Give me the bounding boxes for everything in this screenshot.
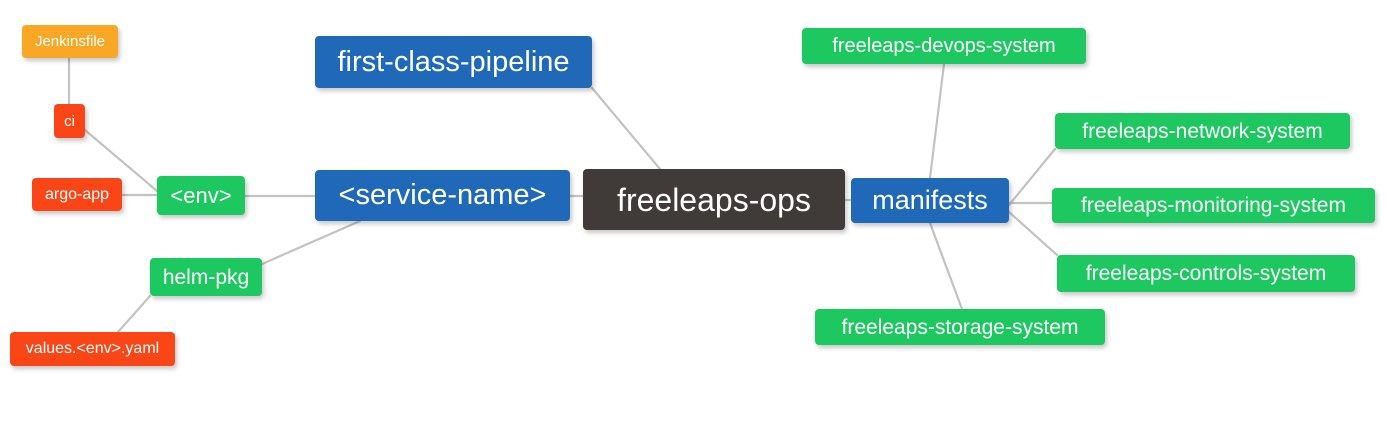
edge-manifests-devops <box>928 62 946 180</box>
edge-pipeline-root <box>590 86 662 171</box>
node-jenkinsfile[interactable]: Jenkinsfile <box>22 25 118 58</box>
node-helm-pkg[interactable]: helm-pkg <box>150 258 262 296</box>
edge-manifests-storage <box>928 221 964 311</box>
node-env[interactable]: <env> <box>157 176 245 215</box>
node-values-yaml[interactable]: values.<env>.yaml <box>10 332 175 366</box>
node-ci[interactable]: ci <box>54 104 85 138</box>
node-freeleaps-storage-system[interactable]: freeleaps-storage-system <box>815 309 1105 345</box>
edge-helmpkg-service <box>260 219 362 266</box>
node-freeleaps-ops-root[interactable]: freeleaps-ops <box>583 169 845 230</box>
edge-manifests-network <box>1007 147 1057 207</box>
node-freeleaps-devops-system[interactable]: freeleaps-devops-system <box>802 28 1086 64</box>
node-freeleaps-controls-system[interactable]: freeleaps-controls-system <box>1057 255 1355 292</box>
node-freeleaps-network-system[interactable]: freeleaps-network-system <box>1055 113 1350 149</box>
edge-manifests-controls <box>1007 210 1059 257</box>
node-service-name[interactable]: <service-name> <box>315 170 570 221</box>
node-manifests[interactable]: manifests <box>851 178 1009 223</box>
node-argo-app[interactable]: argo-app <box>32 178 122 211</box>
node-freeleaps-monitoring-system[interactable]: freeleaps-monitoring-system <box>1052 188 1375 223</box>
node-first-class-pipeline[interactable]: first-class-pipeline <box>315 36 592 88</box>
edge-valuesyaml-helmpkg <box>116 294 152 334</box>
